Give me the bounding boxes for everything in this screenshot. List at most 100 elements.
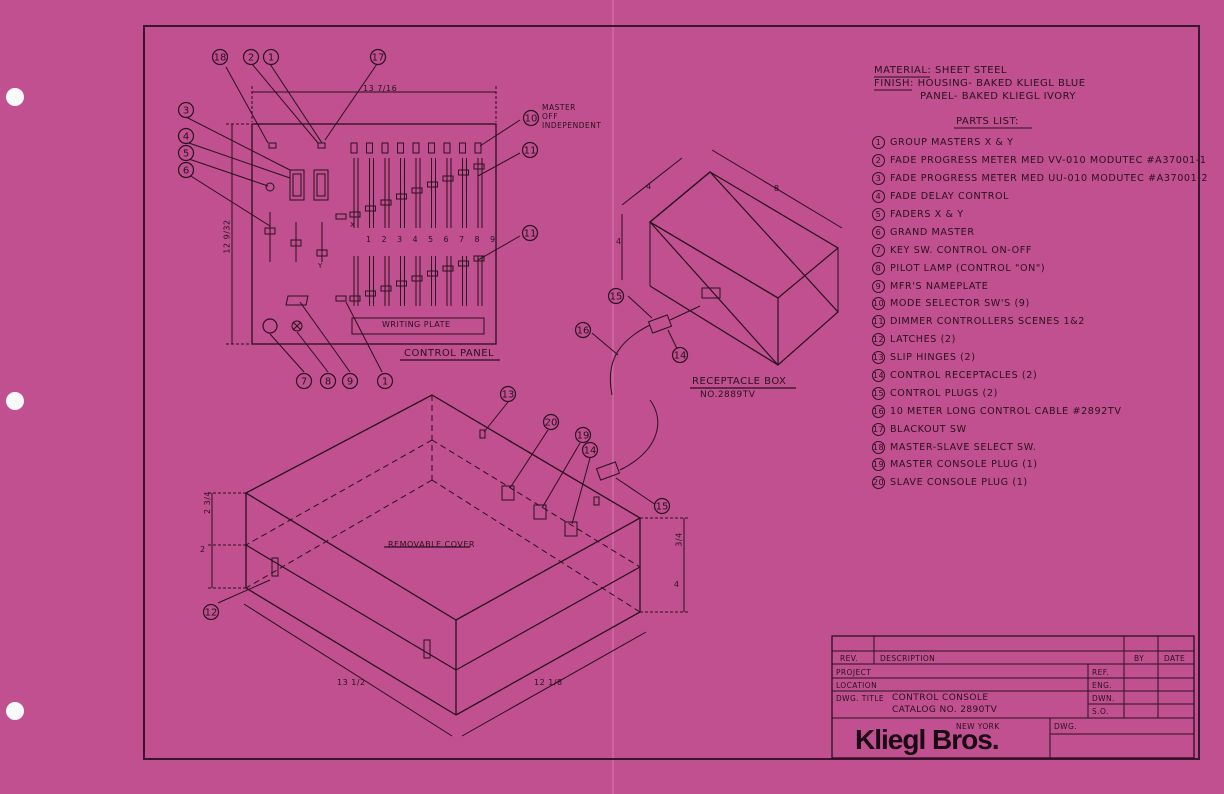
fader-knob — [411, 275, 423, 282]
fold-line — [612, 0, 614, 794]
receptacle-box-title: RECEPTACLE BOX — [692, 376, 787, 387]
part-description: CONTROL PLUGS (2) — [890, 387, 998, 399]
fader-knob — [380, 285, 392, 292]
receptacle-dim-b: 8 — [774, 184, 780, 193]
console-dim-depth: 12 1/8 — [534, 678, 563, 687]
channel-number: 1 — [366, 235, 372, 244]
part-number: 18 — [872, 440, 885, 454]
svg-text:1: 1 — [268, 53, 274, 64]
fader-knob — [442, 265, 454, 272]
mode-selector-switch — [397, 142, 404, 154]
part-number: 12 — [872, 333, 885, 347]
part-number: 16 — [872, 404, 885, 418]
callout-20: 20 — [542, 413, 560, 431]
callout-15: 15 — [653, 497, 671, 515]
binder-hole — [6, 392, 24, 410]
tb-location: LOCATION — [836, 681, 878, 690]
tb-by: BY — [1134, 654, 1145, 663]
callout-10: 10 — [522, 109, 540, 127]
callout-7: 7 — [295, 372, 313, 390]
tb-ref: REF. — [1092, 668, 1110, 677]
callout-11: 11 — [521, 224, 539, 242]
console-dim-height-total: 2 3/4 — [203, 490, 213, 515]
channel-number: 9 — [490, 235, 496, 244]
svg-text:2: 2 — [248, 53, 254, 64]
part-number: 11 — [872, 315, 885, 329]
callout-8: 8 — [319, 372, 337, 390]
channel-number: 2 — [381, 235, 388, 244]
fader-knob — [427, 181, 438, 188]
receptacle-box-catalog: NO.2889TV — [700, 390, 756, 400]
callout-9: 9 — [341, 372, 359, 390]
console-view — [208, 394, 690, 737]
svg-text:19: 19 — [577, 431, 590, 442]
part-description: SLAVE CONSOLE PLUG (1) — [890, 477, 1028, 489]
part-number: 10 — [872, 297, 885, 311]
svg-text:14: 14 — [584, 446, 597, 457]
part-description: LATCHES (2) — [890, 334, 956, 346]
fader-knob — [473, 255, 485, 262]
part-description: DIMMER CONTROLLERS SCENES 1&2 — [890, 316, 1085, 328]
housing-value: BAKED KLIEGL BLUE — [976, 78, 1086, 89]
console-dim-length: 13 1/2 — [337, 678, 366, 687]
part-number: 20 — [872, 476, 885, 490]
channel-number: 7 — [459, 235, 465, 244]
mode-selector-switch — [443, 142, 451, 154]
fader-knob — [411, 187, 423, 194]
mode-selector-switch — [366, 142, 373, 154]
channel-number: 6 — [443, 235, 450, 244]
svg-text:1: 1 — [382, 377, 388, 388]
panel-spec: PANEL- BAKED KLIEGL IVORY — [920, 91, 1076, 102]
channel-number: 4 — [412, 235, 419, 244]
fader-knob — [365, 205, 376, 212]
mode-selector-switch — [381, 142, 389, 154]
part-number: 5 — [872, 208, 885, 221]
part-number: 13 — [872, 351, 885, 365]
tb-dwg: DWG. — [1054, 722, 1077, 731]
part-description: FADE PROGRESS METER MED UU-010 MODUTEC #… — [890, 173, 1209, 185]
svg-text:7: 7 — [301, 377, 307, 388]
svg-text:3: 3 — [183, 106, 189, 117]
channel-number: 8 — [474, 235, 481, 244]
callout-1: 1 — [376, 372, 394, 390]
svg-text:12: 12 — [205, 608, 218, 619]
part-number: 14 — [872, 369, 885, 383]
parts-list-title: PARTS LIST: — [956, 116, 1019, 127]
callout-11: 11 — [521, 141, 539, 159]
title-block — [831, 635, 1195, 759]
finish-spec: FINISH: HOUSING- BAKED KLIEGL BLUE — [874, 78, 1086, 89]
part-description: MODE SELECTOR SW'S (9) — [890, 298, 1030, 310]
writing-plate-label: WRITING PLATE — [382, 320, 451, 329]
channel-number: 5 — [428, 235, 434, 244]
tb-description: DESCRIPTION — [880, 654, 936, 663]
fader-knob — [473, 163, 485, 170]
tb-eng: ENG. — [1092, 681, 1113, 690]
callout-14: 14 — [581, 441, 599, 459]
callout-1: 1 — [262, 48, 280, 66]
fader-knob — [458, 260, 469, 267]
callout-6: 6 — [177, 161, 195, 179]
callout-16: 16 — [574, 321, 592, 339]
part-number: 2 — [872, 154, 885, 168]
parts-list-item: 11 DIMMER CONTROLLERS SCENES 1&2 — [872, 313, 1208, 331]
tb-dwg-title-2: CATALOG NO. 2890TV — [892, 705, 998, 715]
material-label: MATERIAL: — [874, 65, 932, 76]
svg-text:4: 4 — [183, 132, 189, 143]
y-label: Y — [318, 262, 323, 270]
mode-selector-switch — [428, 142, 435, 154]
part-number: 4 — [872, 190, 885, 204]
panel-value: BAKED KLIEGL IVORY — [961, 91, 1076, 102]
